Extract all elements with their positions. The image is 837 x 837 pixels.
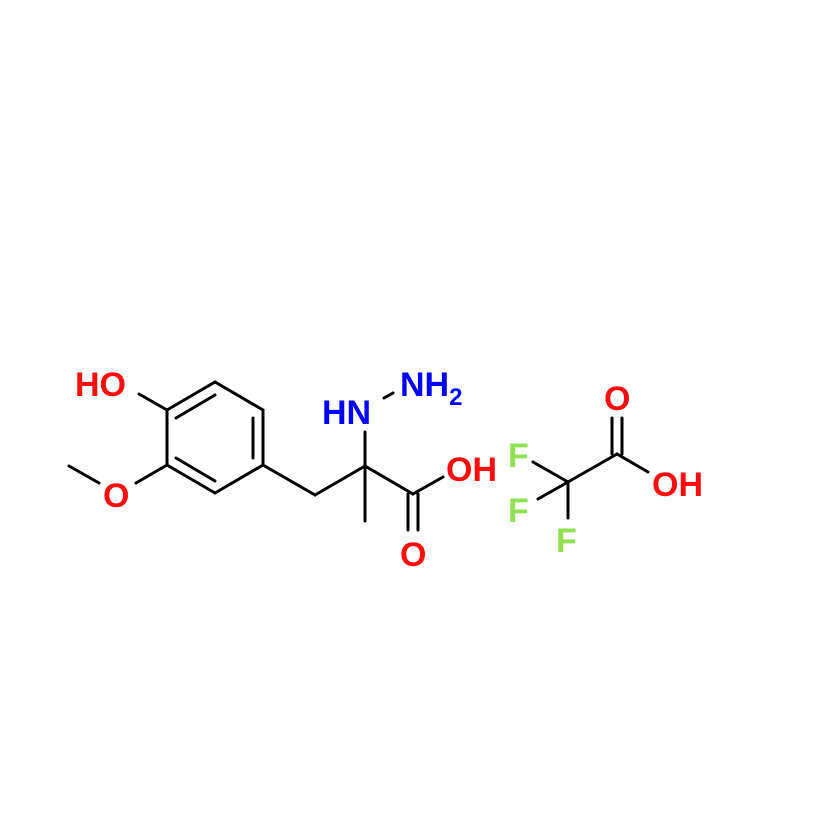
benzene-ring <box>165 380 265 495</box>
bond-n-n <box>382 391 395 400</box>
trifluoroacetic-acid: F F F O OH <box>508 380 703 560</box>
bond-o-methyl <box>67 464 101 485</box>
bond-c-ome <box>134 463 169 485</box>
bond-tfa-c-oh <box>615 452 650 474</box>
hydrazine-nh2-label: NH2 <box>400 366 462 411</box>
fluorine-3-label: F <box>556 522 577 560</box>
bond-c-f1 <box>531 460 570 484</box>
fluorine-1-label: F <box>508 437 529 475</box>
tfa-carbonyl-o-label: O <box>604 380 630 418</box>
bond-c-f2 <box>536 480 570 501</box>
bond-cf3-cooh <box>566 452 619 484</box>
tfa-acid-oh-label: OH <box>652 466 703 504</box>
main-compound: HO O HN NH2 OH O <box>67 366 497 574</box>
hydrazine-nh-label: HN <box>322 394 371 432</box>
bond-cq-cooh <box>363 464 415 496</box>
hydroxyl-label: HO <box>75 366 126 404</box>
nh2-subscript: 2 <box>449 384 462 411</box>
bond-c-oh <box>137 392 169 412</box>
bond-c-oh-acid <box>411 475 445 496</box>
acid-carbonyl-o-label: O <box>400 536 426 574</box>
methoxy-oxygen-label: O <box>103 477 129 515</box>
acid-oh-label: OH <box>446 451 497 489</box>
fluorine-2-label: F <box>508 492 529 530</box>
bond-ch2-cq <box>313 464 367 497</box>
nh2-text: NH <box>400 366 449 404</box>
bond-ring-ch2 <box>261 463 317 497</box>
